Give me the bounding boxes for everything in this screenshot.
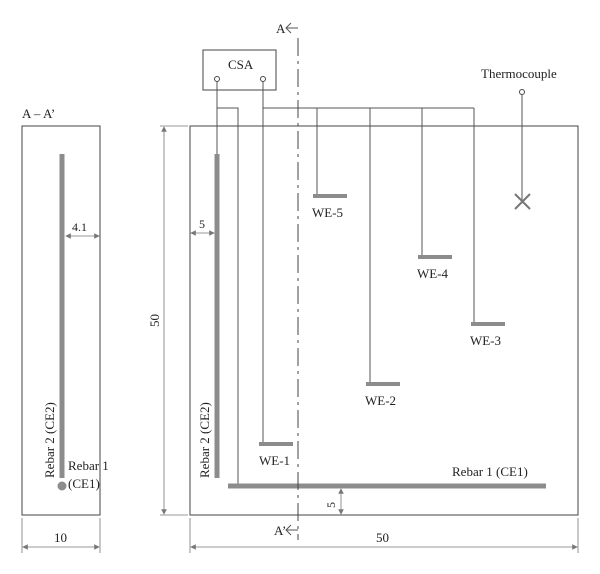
section-rebar-1	[57, 481, 67, 491]
section-width-dimension: 10	[54, 530, 67, 545]
thermocouple-label: Thermocouple	[481, 66, 557, 81]
section-rebar-1-label-line1: Rebar 1	[68, 458, 109, 473]
section-arrow-top-icon	[285, 22, 298, 34]
section-cover-dimension: 4.1	[72, 220, 87, 234]
section-mark-bottom: A’	[274, 523, 286, 538]
plan-rebar-1-label: Rebar 1 (CE1)	[452, 464, 528, 479]
plan-cover-left-dimension: 5	[199, 217, 205, 231]
wire-to-rebar-1	[216, 82, 239, 486]
plan-rebar-2-label: Rebar 2 (CE2)	[197, 402, 212, 478]
thermocouple-cross-icon	[514, 193, 531, 210]
we-4-label: WE-4	[417, 266, 449, 281]
plan-cover-bottom-dimension: 5	[324, 502, 338, 508]
section-mark-top: A	[276, 21, 286, 36]
csa-terminal-left	[214, 76, 220, 82]
plan-outline	[189, 125, 579, 516]
plan-width-dimension: 50	[376, 530, 389, 545]
section-view: A – A’ 4.1 Rebar 2 (CE2) Rebar 1 (CE1) 1…	[21, 106, 109, 553]
we-5-label: WE-5	[312, 205, 343, 220]
plan-view: 50 50 CSA Rebar 2 (CE2) Rebar 1 (CE1) 5	[147, 21, 579, 553]
csa-label: CSA	[228, 57, 254, 72]
section-title: A – A’	[22, 106, 55, 121]
section-arrow-bottom-icon	[285, 524, 298, 536]
section-outline	[21, 125, 101, 516]
we-2-label: WE-2	[365, 393, 396, 408]
we-1-label: WE-1	[259, 453, 290, 468]
csa-terminal-right	[260, 76, 266, 82]
plan-height-dimension: 50	[147, 314, 162, 327]
csa-box	[202, 49, 277, 91]
section-rebar-2-label: Rebar 2 (CE2)	[42, 402, 57, 478]
section-rebar-1-label-line2: (CE1)	[68, 476, 100, 491]
we-3-label: WE-3	[470, 333, 501, 348]
thermocouple-terminal	[519, 89, 525, 95]
